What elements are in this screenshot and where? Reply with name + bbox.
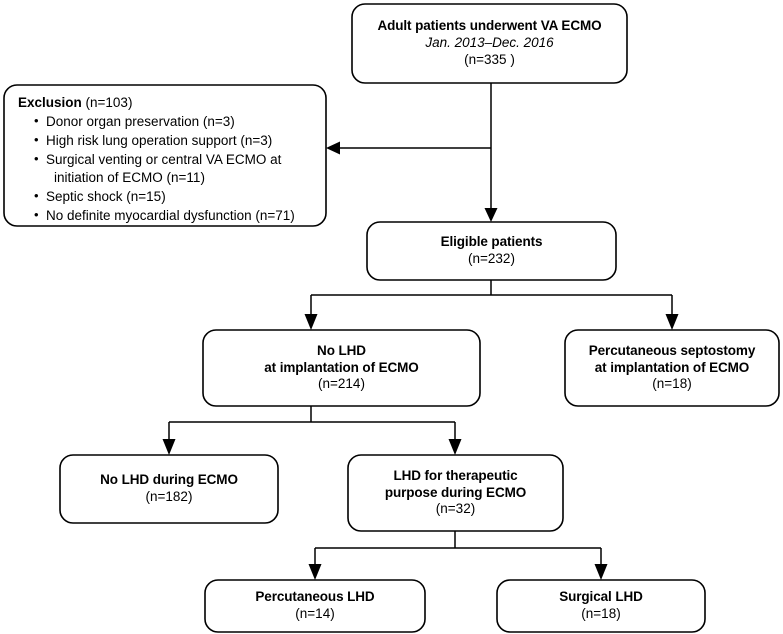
connector-no-lhd-implant-split (162, 406, 462, 455)
node-surgical-lhd-box (496, 579, 706, 633)
node-no-lhd-implant-box (202, 329, 481, 407)
connector-eligible-split (304, 280, 679, 330)
connector-lhd-therapeutic-split (308, 531, 608, 580)
connector-enrolled-to-exclusion (326, 141, 491, 155)
connector-enrolled-to-eligible (484, 83, 498, 222)
node-lhd-therapeutic-box (347, 454, 564, 532)
node-percutaneous-lhd-box (204, 579, 426, 633)
node-septostomy-box (564, 329, 780, 407)
node-exclusion-box (3, 84, 327, 227)
node-enrolled-box (351, 3, 628, 84)
node-no-lhd-during-box (59, 454, 279, 524)
node-eligible-box (366, 221, 617, 281)
